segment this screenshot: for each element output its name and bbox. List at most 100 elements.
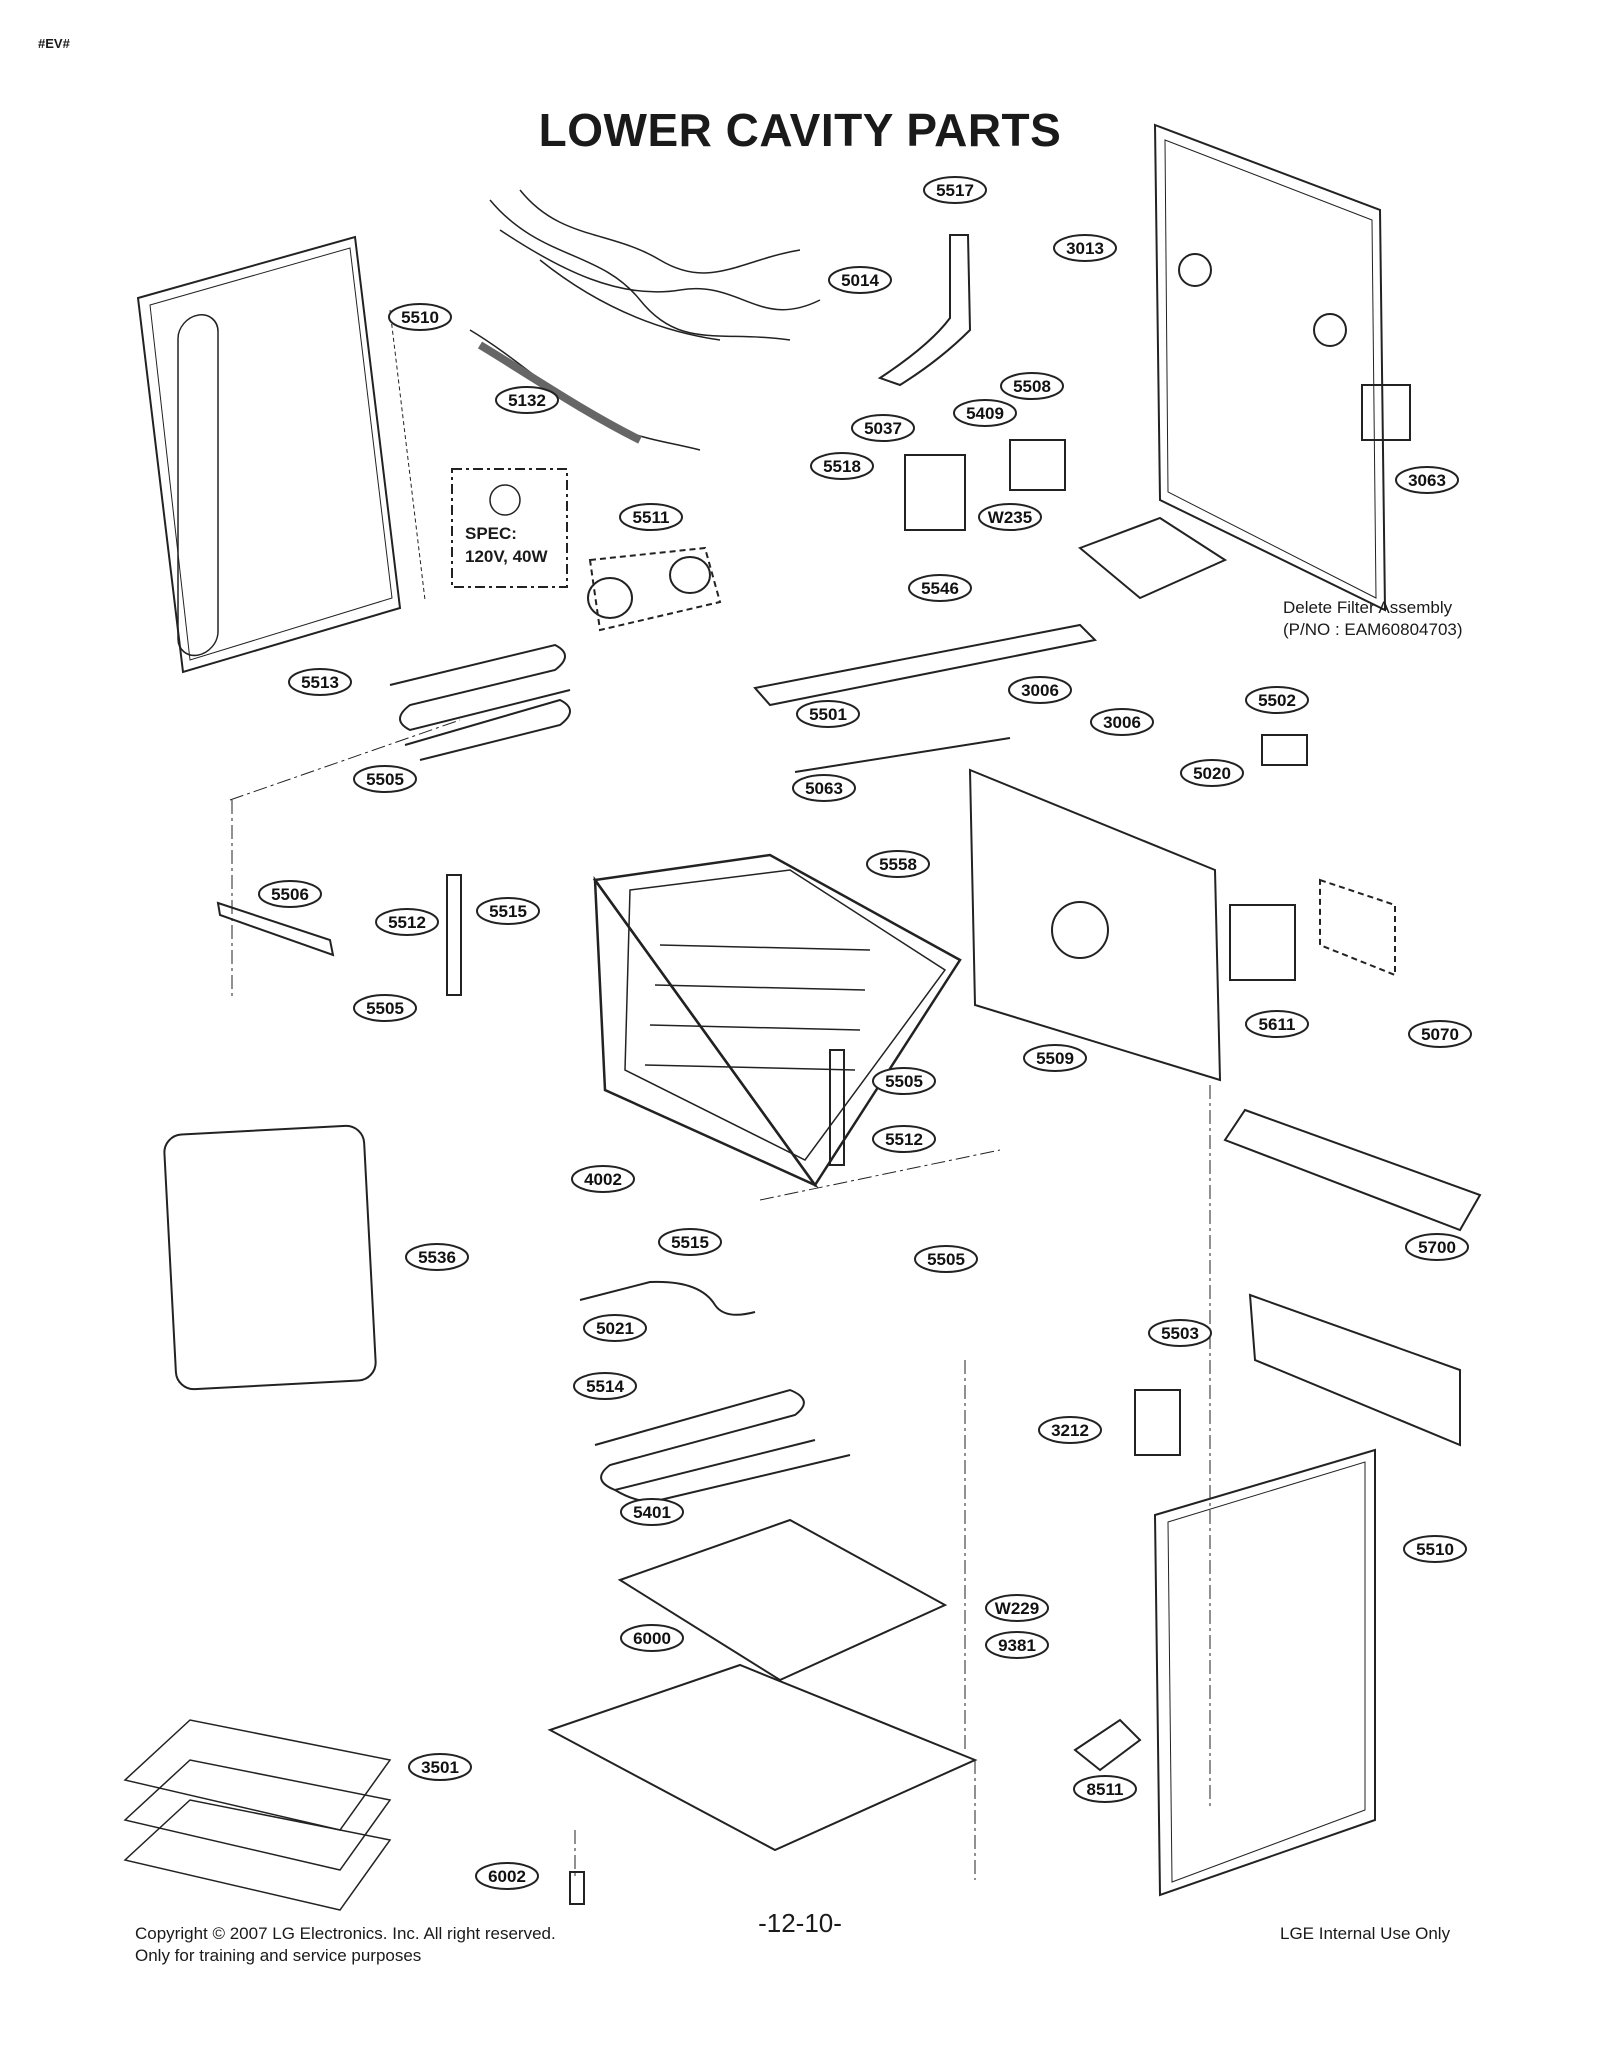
callout-label: 5505	[927, 1250, 965, 1269]
callout-label: 3006	[1021, 681, 1059, 700]
callout-oval	[866, 850, 930, 878]
callout-label: 5014	[841, 271, 879, 290]
callout-5517: 5517	[923, 176, 987, 204]
callout-oval	[495, 386, 559, 414]
callout-label: W235	[988, 508, 1032, 527]
bracket-5700	[1223, 1108, 1482, 1232]
callout-label: 6000	[633, 1629, 671, 1648]
box-5611	[1229, 904, 1296, 981]
callout-label: 5546	[921, 579, 959, 598]
rail-5512-left	[446, 874, 462, 996]
callout-oval	[828, 266, 892, 294]
copyright-text: Copyright © 2007 LG Electronics. Inc. Al…	[135, 1924, 556, 1943]
callout-oval	[353, 765, 417, 793]
callout-5503: 5503	[1148, 1319, 1212, 1347]
callout-oval	[1395, 466, 1459, 494]
callout-oval	[908, 574, 972, 602]
callout-oval	[1408, 1020, 1472, 1048]
switch-5502	[1261, 734, 1308, 766]
filter-housing	[1078, 516, 1228, 600]
callout-oval	[1008, 676, 1072, 704]
rear-panel	[1153, 123, 1387, 612]
callout-5014: 5014	[828, 266, 892, 294]
callout-W235: W235	[978, 503, 1042, 531]
callout-label: 5037	[864, 419, 902, 438]
callout-oval	[792, 774, 856, 802]
callout-oval	[353, 994, 417, 1022]
callout-label: 5517	[936, 181, 974, 200]
lamp-assembly	[587, 546, 722, 632]
callout-5021: 5021	[583, 1314, 647, 1342]
callout-label: 3501	[421, 1758, 459, 1777]
switch-5409	[1009, 439, 1066, 491]
back-frame	[968, 768, 1222, 1082]
callout-5536: 5536	[405, 1243, 469, 1271]
callout-5510: 5510	[388, 303, 452, 331]
callout-label: 5503	[1161, 1324, 1199, 1343]
callout-5518: 5518	[810, 452, 874, 480]
callout-5512: 5512	[872, 1125, 936, 1153]
callout-3006: 3006	[1090, 708, 1154, 736]
callout-5020: 5020	[1180, 759, 1244, 787]
callout-oval	[583, 1314, 647, 1342]
callout-oval	[851, 414, 915, 442]
callout-5514: 5514	[573, 1372, 637, 1400]
callout-oval	[923, 176, 987, 204]
callout-5037: 5037	[851, 414, 915, 442]
callout-label: 5020	[1193, 764, 1231, 783]
spec-value: 120V, 40W	[465, 547, 548, 566]
callout-oval	[953, 399, 1017, 427]
callout-oval	[796, 700, 860, 728]
bottom-pan	[617, 1518, 948, 1682]
callout-5515: 5515	[658, 1228, 722, 1256]
callout-label: 5515	[671, 1233, 709, 1252]
callout-oval	[288, 668, 352, 696]
callout-label: 5536	[418, 1248, 456, 1267]
bracket-8511	[1073, 1718, 1142, 1772]
callout-5515: 5515	[476, 897, 540, 925]
bracket-5517	[877, 234, 972, 387]
callout-9381: 9381	[985, 1631, 1049, 1659]
callout-label: 4002	[584, 1170, 622, 1189]
callout-5501: 5501	[796, 700, 860, 728]
callout-3212: 3212	[1038, 1416, 1102, 1444]
callout-label: 5514	[586, 1377, 624, 1396]
purpose-text: Only for training and service purposes	[135, 1946, 422, 1965]
callout-oval	[475, 1862, 539, 1890]
callout-oval	[620, 1624, 684, 1652]
callout-oval	[1038, 1416, 1102, 1444]
door-gasket	[163, 1124, 377, 1391]
callout-oval	[405, 1243, 469, 1271]
callout-6000: 6000	[620, 1624, 684, 1652]
callout-oval	[985, 1594, 1049, 1622]
callout-label: 5508	[1013, 377, 1051, 396]
callout-label: 3013	[1066, 239, 1104, 258]
callout-oval	[872, 1125, 936, 1153]
callout-label: 5509	[1036, 1049, 1074, 1068]
callout-oval	[658, 1228, 722, 1256]
callout-label: 5558	[879, 855, 917, 874]
callout-label: 8511	[1087, 1780, 1124, 1799]
callout-oval	[810, 452, 874, 480]
callout-oval	[978, 503, 1042, 531]
oven-cavity	[592, 853, 962, 1189]
callout-oval	[1000, 372, 1064, 400]
internal-use-text: LGE Internal Use Only	[1280, 1924, 1451, 1943]
callout-5505: 5505	[914, 1245, 978, 1273]
callout-oval	[1403, 1535, 1467, 1563]
callout-5508: 5508	[1000, 372, 1064, 400]
callout-oval	[985, 1631, 1049, 1659]
callout-label: 5409	[966, 404, 1004, 423]
callout-label: 5510	[401, 308, 439, 327]
callout-5510: 5510	[1403, 1535, 1467, 1563]
callout-oval	[619, 503, 683, 531]
callout-label: 5505	[366, 999, 404, 1018]
callout-5132: 5132	[495, 386, 559, 414]
callout-label: 5505	[366, 770, 404, 789]
cover-5070	[1319, 878, 1396, 977]
callout-label: 3006	[1103, 713, 1141, 732]
callout-5505: 5505	[353, 765, 417, 793]
callout-oval	[1023, 1044, 1087, 1072]
callout-oval	[1245, 686, 1309, 714]
